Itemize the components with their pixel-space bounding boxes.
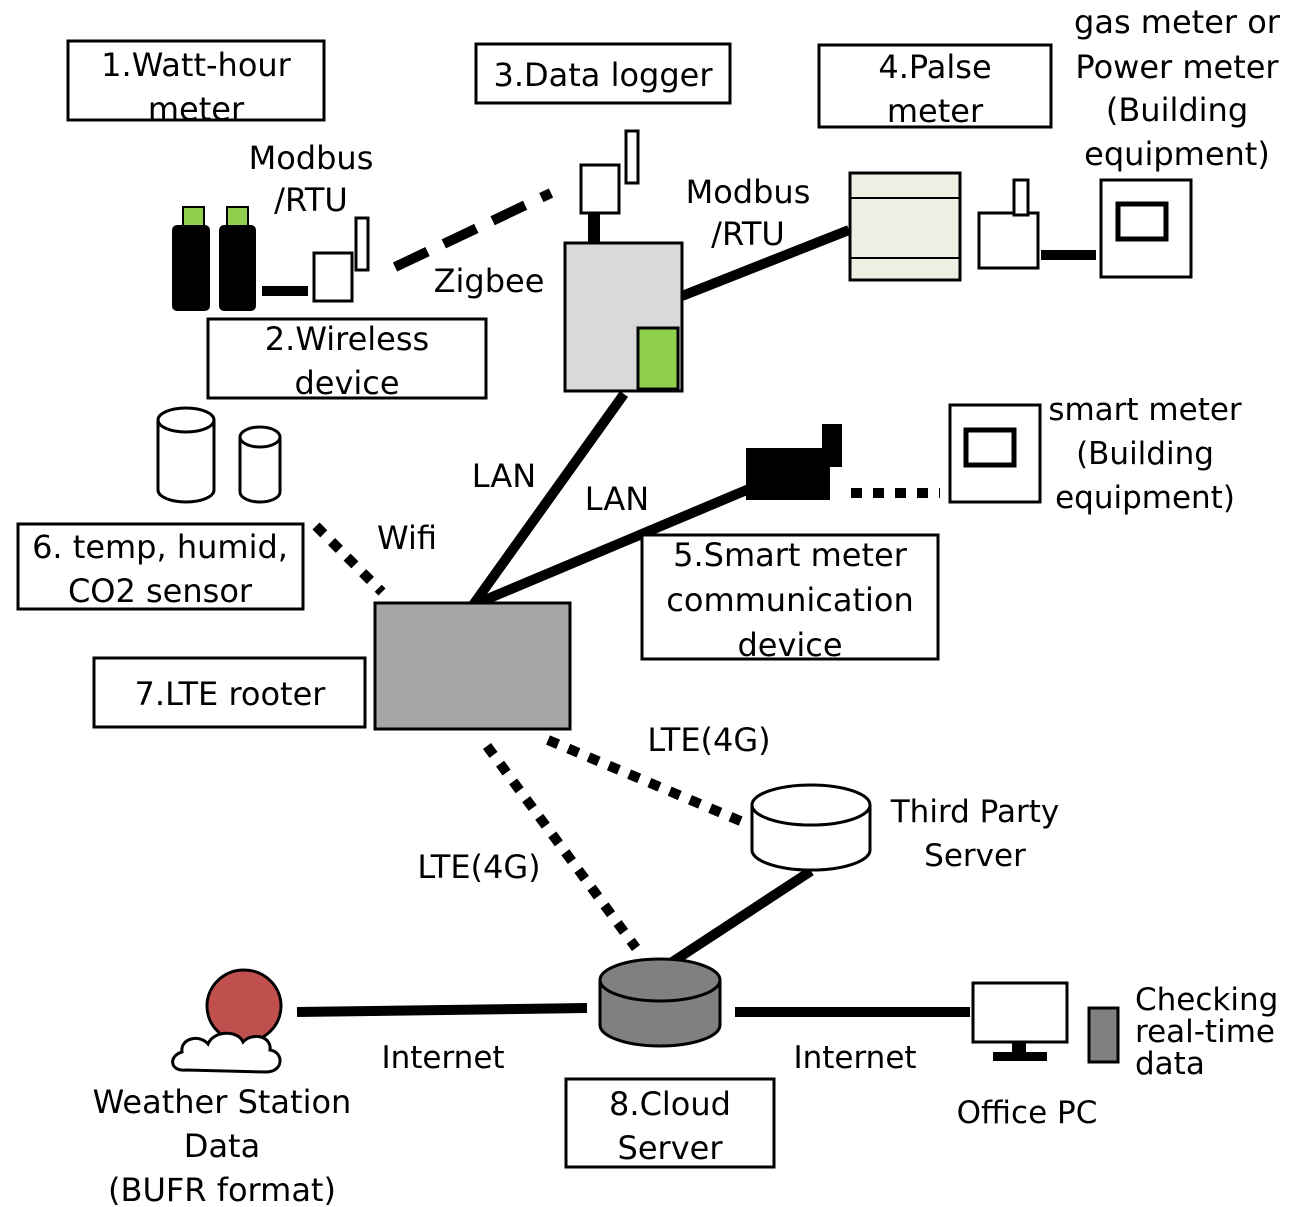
wifi-label: Wifi — [377, 519, 437, 557]
cloud-server-icon — [598, 957, 722, 1048]
lte-link-router-to-cloud — [482, 743, 641, 951]
data-logger-label: 3.Data logger — [493, 56, 713, 94]
smart-meter-comm-icon — [746, 424, 842, 500]
watt-hour-meter-icon — [172, 206, 256, 311]
modbus-left-label: Modbus /RTU — [249, 139, 374, 219]
lan-link-smart-comm-to-router — [471, 484, 751, 610]
checking-line-3: data — [1135, 1046, 1205, 1082]
gas-power-meter-line-2: Power meter — [1075, 48, 1279, 86]
modbus-right-line-2: /RTU — [711, 215, 785, 253]
modbus-link-logger-to-pulse-meter — [680, 225, 851, 301]
checking-line-2: real-time — [1135, 1014, 1275, 1050]
third-party-label: Third Party Server — [890, 794, 1059, 874]
smart-meter-line-3: equipment) — [1055, 480, 1235, 516]
smart-meter-comm-label-3: device — [737, 626, 842, 664]
gas-power-meter-label: gas meter or Power meter (Building equip… — [1074, 3, 1281, 173]
building-meter-icon — [1099, 178, 1193, 279]
gas-power-meter-line-1: gas meter or — [1074, 3, 1281, 41]
office-pc-label: Office PC — [957, 1095, 1098, 1131]
third-party-line-2: Server — [924, 838, 1026, 874]
modbus-left-line-1: Modbus — [249, 139, 374, 177]
wireless-device-label-1: 2.Wireless — [265, 320, 429, 358]
third-party-server-icon — [750, 783, 872, 872]
pulse-meter-label-1: 4.Palse — [878, 48, 991, 86]
pulse-meter-label-2: meter — [887, 92, 984, 130]
watt-hour-meter-label-2: meter — [148, 90, 245, 128]
wifi-link — [312, 522, 386, 596]
lte-link-router-to-third-party — [546, 735, 752, 830]
lan-label-2: LAN — [585, 480, 649, 518]
smartphone-icon — [1087, 1006, 1120, 1064]
modbus-left-line-2: /RTU — [274, 181, 348, 219]
office-pc-icon — [971, 981, 1069, 1061]
smart-meter-label: smart meter (Building equipment) — [1048, 392, 1242, 516]
box-smart-meter-comm: 5.Smart meter communication device — [640, 533, 940, 664]
sensor-icon — [156, 406, 282, 504]
zigbee-link — [392, 188, 554, 272]
sensor-label-2: CO2 sensor — [68, 572, 253, 610]
weather-label: Weather Station Data (BUFR format) — [93, 1083, 352, 1207]
modbus-right-label: Modbus /RTU — [686, 173, 811, 253]
watt-hour-meter-label-1: 1.Watt-hour — [101, 46, 292, 84]
lte-router-label: 7.LTE rooter — [135, 675, 327, 713]
smart-meter-line-2: (Building — [1076, 436, 1214, 472]
checking-label: Checking real-time data — [1135, 982, 1278, 1082]
connections — [262, 188, 1096, 1017]
checking-line-1: Checking — [1135, 982, 1278, 1018]
weather-line-3: (BUFR format) — [108, 1171, 336, 1207]
box-wireless-device: 2.Wireless device — [206, 317, 488, 402]
internet-left-label: Internet — [381, 1040, 504, 1076]
internet-right-label: Internet — [793, 1040, 916, 1076]
smart-meter-line-1: smart meter — [1048, 392, 1242, 428]
weather-line-1: Weather Station — [93, 1083, 352, 1121]
wireless-device-label-2: device — [294, 364, 399, 402]
pulse-meter-icon — [848, 171, 1040, 282]
zigbee-label: Zigbee — [434, 262, 545, 300]
internet-link-weather — [296, 1003, 588, 1017]
box-cloud-server: 8.Cloud Server — [564, 1077, 776, 1169]
smart-meter-comm-label-2: communication — [666, 581, 913, 619]
third-party-line-1: Third Party — [890, 794, 1059, 830]
wireless-device-icon — [312, 216, 370, 303]
lte-label-2: LTE(4G) — [417, 848, 540, 886]
gas-power-meter-line-4: equipment) — [1084, 135, 1270, 173]
modbus-right-line-1: Modbus — [686, 173, 811, 211]
lan-link-logger-to-router — [468, 391, 629, 608]
box-data-logger: 3.Data logger — [474, 42, 732, 105]
smart-meter-comm-label-1: 5.Smart meter — [673, 536, 908, 574]
weather-line-2: Data — [184, 1127, 260, 1165]
lte-label-1: LTE(4G) — [647, 721, 770, 759]
gas-power-meter-line-3: (Building — [1106, 91, 1248, 129]
link-third-party-to-cloud — [657, 866, 814, 975]
data-logger-icon — [563, 129, 684, 393]
smart-meter-icon — [948, 403, 1042, 504]
box-lte-router: 7.LTE rooter — [92, 656, 367, 729]
box-watt-hour-meter: 1.Watt-hour meter — [66, 39, 326, 128]
lte-router-icon — [373, 601, 572, 731]
box-pulse-meter: 4.Palse meter — [817, 43, 1053, 130]
cloud-server-label-1: 8.Cloud — [609, 1085, 731, 1123]
box-sensor: 6. temp, humid, CO2 sensor — [16, 522, 305, 611]
sensor-label-1: 6. temp, humid, — [32, 528, 288, 566]
weather-station-icon — [171, 968, 283, 1074]
cloud-server-label-2: Server — [618, 1129, 724, 1167]
lan-label-1: LAN — [472, 457, 536, 495]
